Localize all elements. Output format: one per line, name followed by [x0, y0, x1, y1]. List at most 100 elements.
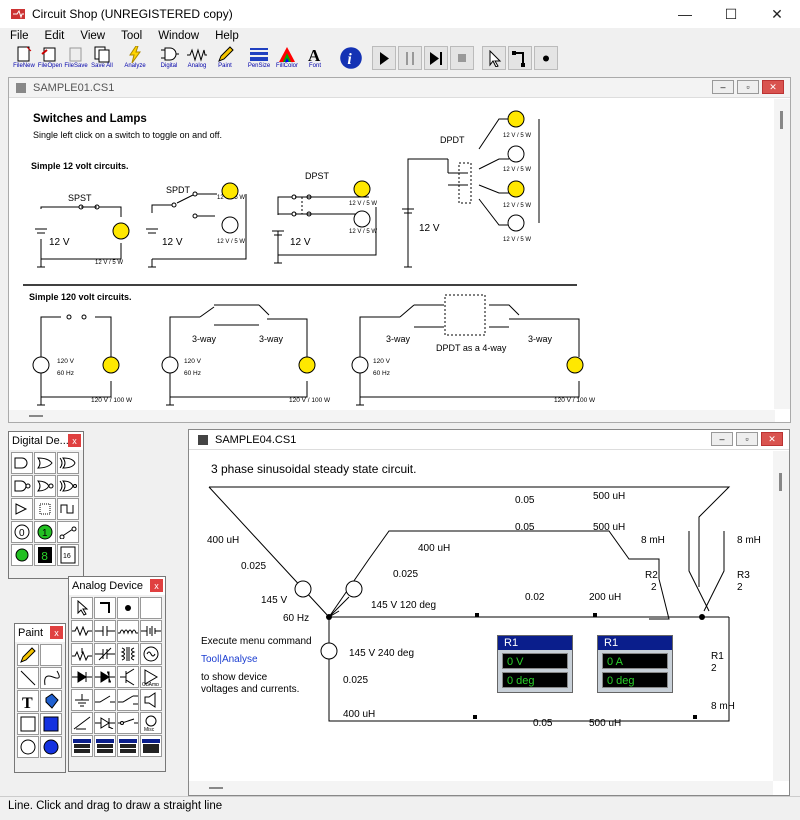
or-gate-tool[interactable] [34, 452, 56, 474]
capacitor-tool[interactable] [94, 620, 116, 642]
menu-window[interactable]: Window [158, 30, 200, 42]
potentiometer-tool[interactable] [71, 643, 93, 665]
wire-tool[interactable] [94, 597, 116, 619]
led-tool[interactable] [11, 544, 33, 566]
resistor-tool[interactable] [71, 620, 93, 642]
one-source-tool[interactable]: 1 [34, 521, 56, 543]
diode-tool[interactable] [71, 666, 93, 688]
sample04-min-button[interactable]: – [711, 432, 733, 446]
seven-segment-tool[interactable]: 8 [34, 544, 56, 566]
paint-palette-close[interactable]: x [50, 626, 63, 639]
digital-device-palette[interactable]: Digital De...x 0 1 8 16 [8, 431, 84, 579]
fill-tool[interactable] [40, 690, 62, 712]
misc-tool[interactable]: Misc [140, 712, 162, 734]
ammeter-r1[interactable]: R1 0 A 0 deg [597, 635, 673, 693]
ohmmeter-tool[interactable] [117, 735, 139, 757]
scope-tool[interactable] [140, 735, 162, 757]
menu-help[interactable]: Help [215, 30, 239, 42]
switch-tool[interactable] [57, 521, 79, 543]
save-all-button[interactable]: Save All [90, 46, 114, 72]
rectangle-tool[interactable] [17, 713, 39, 735]
zener-tool[interactable] [94, 666, 116, 688]
minimize-button[interactable]: — [678, 6, 692, 22]
text-tool[interactable]: T [17, 690, 39, 712]
and-gate-tool[interactable] [11, 452, 33, 474]
line-tool[interactable] [17, 667, 39, 689]
circuit-canvas-top[interactable]: Switches and Lamps Single left click on … [9, 99, 789, 424]
voltmeter-tool[interactable] [71, 735, 93, 757]
note-link[interactable]: Tool|Analyse [201, 654, 258, 665]
file-open-button[interactable]: FileOpen [38, 46, 62, 72]
node-tool-button[interactable] [534, 46, 558, 70]
clock-tool[interactable] [57, 498, 79, 520]
fill-color-button[interactable]: FillColor [274, 46, 300, 72]
close-button[interactable]: ✕ [771, 5, 783, 22]
node-tool[interactable] [117, 597, 139, 619]
file-new-button[interactable]: FileNew [12, 46, 36, 72]
digital-palette-close[interactable]: x [68, 434, 81, 447]
info-button[interactable]: i [338, 46, 364, 72]
bottom-vertical-scrollbar[interactable] [773, 451, 789, 781]
maximize-button[interactable]: ☐ [724, 5, 738, 22]
nor-gate-tool[interactable] [34, 475, 56, 497]
stop-button[interactable] [450, 46, 474, 70]
bottom-horizontal-scrollbar[interactable] [189, 781, 773, 795]
pen-size-button[interactable]: PenSize [246, 46, 272, 72]
select-tool-button[interactable] [482, 46, 506, 70]
opamp-tool[interactable]: OpAmp [140, 666, 162, 688]
sample01-close-button[interactable]: ✕ [762, 80, 784, 94]
chip-tool[interactable] [34, 498, 56, 520]
wire-tool-button[interactable] [508, 46, 532, 70]
file-save-button[interactable]: FileSave [64, 46, 88, 72]
pause-button[interactable] [398, 46, 422, 70]
ground-tool[interactable] [71, 689, 93, 711]
analog-palette-close[interactable]: x [150, 579, 163, 592]
filled-ellipse-tool[interactable] [40, 736, 62, 758]
menu-tool[interactable]: Tool [121, 30, 143, 42]
top-horizontal-scrollbar[interactable] [9, 410, 775, 422]
ac-source-tool[interactable] [140, 643, 162, 665]
inductor-tool[interactable] [117, 620, 139, 642]
curve-tool[interactable] [40, 667, 62, 689]
relay-tool[interactable] [117, 712, 139, 734]
sample01-min-button[interactable]: – [712, 80, 734, 94]
spdt-switch-tool[interactable] [117, 689, 139, 711]
digital-button[interactable]: Digital [156, 46, 182, 72]
hex-display-tool[interactable]: 16 [57, 544, 79, 566]
sample04-close-button[interactable]: ✕ [761, 432, 783, 446]
variable-cap-tool[interactable] [94, 643, 116, 665]
battery-tool[interactable] [140, 620, 162, 642]
paint-button[interactable]: Paint [212, 46, 238, 72]
ammeter-tool[interactable] [94, 735, 116, 757]
pencil-tool[interactable] [17, 644, 39, 666]
transformer-tool[interactable] [117, 643, 139, 665]
analyze-button[interactable]: Analyze [122, 46, 148, 72]
sample04-max-button[interactable]: ▫ [736, 432, 758, 446]
step-button[interactable] [424, 46, 448, 70]
sample01-max-button[interactable]: ▫ [737, 80, 759, 94]
zero-source-tool[interactable]: 0 [11, 521, 33, 543]
menu-view[interactable]: View [80, 30, 106, 42]
buffer-tool[interactable] [11, 498, 33, 520]
run-button[interactable] [372, 46, 396, 70]
voltmeter-r1[interactable]: R1 0 V 0 deg [497, 635, 573, 693]
filled-rectangle-tool[interactable] [40, 713, 62, 735]
xor-gate-tool[interactable] [57, 452, 79, 474]
spst-switch-tool[interactable] [94, 689, 116, 711]
analog-button[interactable]: Analog [184, 46, 210, 72]
motor-tool[interactable] [71, 712, 93, 734]
arrow-tool[interactable] [71, 597, 93, 619]
ellipse-tool[interactable] [17, 736, 39, 758]
top-vertical-scrollbar[interactable] [774, 99, 790, 409]
nand-gate-tool[interactable] [11, 475, 33, 497]
thyristor-tool[interactable] [94, 712, 116, 734]
xnor-gate-tool[interactable] [57, 475, 79, 497]
transistor-tool[interactable] [117, 666, 139, 688]
speaker-tool[interactable] [140, 689, 162, 711]
menu-file[interactable]: File [10, 30, 29, 42]
circuit-canvas-bottom[interactable]: 3 phase sinusoidal steady state circuit.… [189, 451, 769, 796]
menu-edit[interactable]: Edit [44, 30, 65, 42]
